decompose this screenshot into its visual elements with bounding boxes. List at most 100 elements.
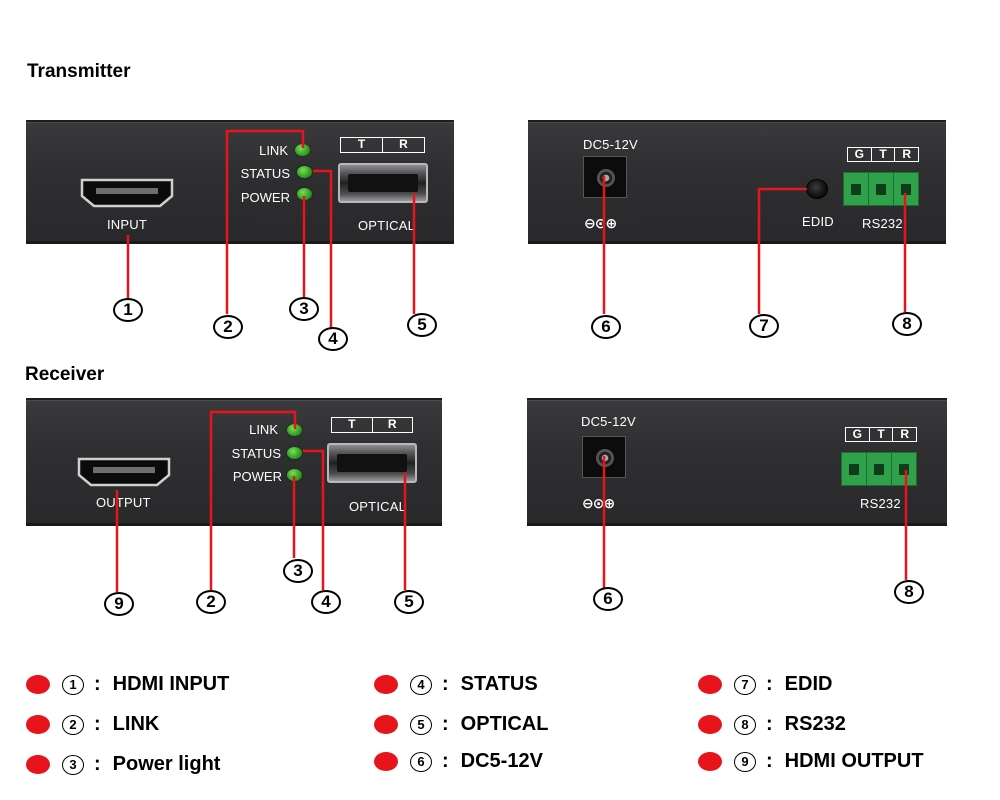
legend-separator: : <box>94 753 101 775</box>
legend-dot <box>698 752 722 771</box>
legend-number: 5 <box>410 714 432 735</box>
transmitter-link-led <box>295 144 310 156</box>
transmitter-r-label: R <box>382 138 424 152</box>
receiver-status-label: STATUS <box>231 446 281 461</box>
legend-separator: : <box>766 713 773 735</box>
legend-text: LINK <box>112 713 160 735</box>
transmitter-rs232-terminal <box>843 172 919 206</box>
receiver-rs232-label: RS232 <box>860 496 901 511</box>
legend-item-3: 3 : Power light <box>26 753 220 776</box>
legend-separator: : <box>442 750 449 772</box>
callout-2-rx: 2 <box>196 590 226 614</box>
callout-1: 1 <box>113 298 143 322</box>
legend-dot <box>698 675 722 694</box>
legend-separator: : <box>442 713 449 735</box>
receiver-link-label: LINK <box>249 422 278 437</box>
receiver-optical-port <box>327 443 417 483</box>
callout-4-rx: 4 <box>311 590 341 614</box>
legend-text: HDMI INPUT <box>112 673 230 695</box>
legend-separator: : <box>442 673 449 695</box>
receiver-status-led <box>287 447 302 459</box>
callout-6-rx: 6 <box>593 587 623 611</box>
callout-4-tx: 4 <box>318 327 348 351</box>
receiver-power-led <box>287 469 302 481</box>
transmitter-edid-button[interactable] <box>806 179 828 199</box>
legend-text: HDMI OUTPUT <box>784 750 924 772</box>
legend-number: 7 <box>734 674 756 695</box>
transmitter-dc-jack <box>583 156 627 198</box>
legend-number: 1 <box>62 674 84 695</box>
legend-dot <box>374 715 398 734</box>
callout-3-tx: 3 <box>289 297 319 321</box>
legend-separator: : <box>94 673 101 695</box>
legend-item-7: 7 : EDID <box>698 673 832 696</box>
legend-separator: : <box>766 673 773 695</box>
legend-text: STATUS <box>460 673 538 695</box>
legend-number: 6 <box>410 751 432 772</box>
legend-dot <box>698 715 722 734</box>
callout-8-tx: 8 <box>892 312 922 336</box>
callout-6-tx: 6 <box>591 315 621 339</box>
transmitter-optical-label: OPTICAL <box>358 218 416 233</box>
receiver-r-label: R <box>371 418 413 432</box>
legend-text: OPTICAL <box>460 713 549 735</box>
transmitter-hdmi-input-port <box>80 178 174 208</box>
receiver-tr-box: T R <box>331 417 413 433</box>
legend-item-2: 2 : LINK <box>26 713 159 736</box>
transmitter-g-label: G <box>854 147 864 161</box>
legend-number: 3 <box>62 754 84 775</box>
transmitter-status-label: STATUS <box>240 166 290 181</box>
callout-5-tx: 5 <box>407 313 437 337</box>
legend-item-5: 5 : OPTICAL <box>374 713 548 736</box>
legend-separator: : <box>766 750 773 772</box>
legend-number: 2 <box>62 714 84 735</box>
legend-dot <box>374 675 398 694</box>
legend-item-6: 6 : DC5-12V <box>374 750 543 773</box>
receiver-output-label: OUTPUT <box>96 495 151 510</box>
legend-number: 4 <box>410 674 432 695</box>
receiver-title: Receiver <box>25 364 105 385</box>
transmitter-input-label: INPUT <box>107 217 147 232</box>
callout-7: 7 <box>749 314 779 338</box>
receiver-gtr-box: G T R <box>845 427 917 442</box>
legend-text: DC5-12V <box>460 750 543 772</box>
receiver-hdmi-output-port <box>77 457 171 487</box>
receiver-rs232-terminal <box>841 452 917 486</box>
transmitter-gtr-r-label: R <box>894 148 918 161</box>
transmitter-link-label: LINK <box>259 143 288 158</box>
legend-item-1: 1 : HDMI INPUT <box>26 673 229 696</box>
receiver-power-label: POWER <box>232 469 282 484</box>
receiver-link-led <box>287 424 302 436</box>
receiver-gtr-r-label: R <box>892 428 916 441</box>
transmitter-optical-port <box>338 163 428 203</box>
legend-text: Power light <box>112 753 221 775</box>
callout-5-rx: 5 <box>394 590 424 614</box>
receiver-t-label: T <box>348 417 356 431</box>
receiver-optical-label: OPTICAL <box>349 499 407 514</box>
transmitter-t-label: T <box>357 137 366 151</box>
transmitter-dc-label: DC5-12V <box>583 137 638 152</box>
receiver-dc-jack <box>582 436 626 478</box>
legend-text: EDID <box>784 673 833 695</box>
transmitter-title: Transmitter <box>27 61 131 82</box>
legend-number: 8 <box>734 714 756 735</box>
legend-item-9: 9 : HDMI OUTPUT <box>698 750 924 773</box>
transmitter-tr-box: T R <box>340 137 425 153</box>
transmitter-polarity-icon: ⊖⊙⊕ <box>584 215 617 231</box>
legend-number: 9 <box>734 751 756 772</box>
transmitter-status-led <box>297 166 312 178</box>
transmitter-gtr-t-label: T <box>870 148 895 161</box>
receiver-polarity-icon: ⊖⊙⊕ <box>582 495 615 511</box>
transmitter-power-led <box>297 188 312 200</box>
receiver-dc-label: DC5-12V <box>581 414 636 429</box>
transmitter-gtr-box: G T R <box>847 147 919 162</box>
legend-dot <box>26 675 50 694</box>
legend-text: RS232 <box>784 713 846 735</box>
transmitter-power-label: POWER <box>240 190 290 205</box>
legend-dot <box>26 755 50 774</box>
legend-item-8: 8 : RS232 <box>698 713 846 736</box>
receiver-g-label: G <box>852 427 862 441</box>
receiver-gtr-t-label: T <box>868 428 893 441</box>
legend-dot <box>374 752 398 771</box>
legend-dot <box>26 715 50 734</box>
